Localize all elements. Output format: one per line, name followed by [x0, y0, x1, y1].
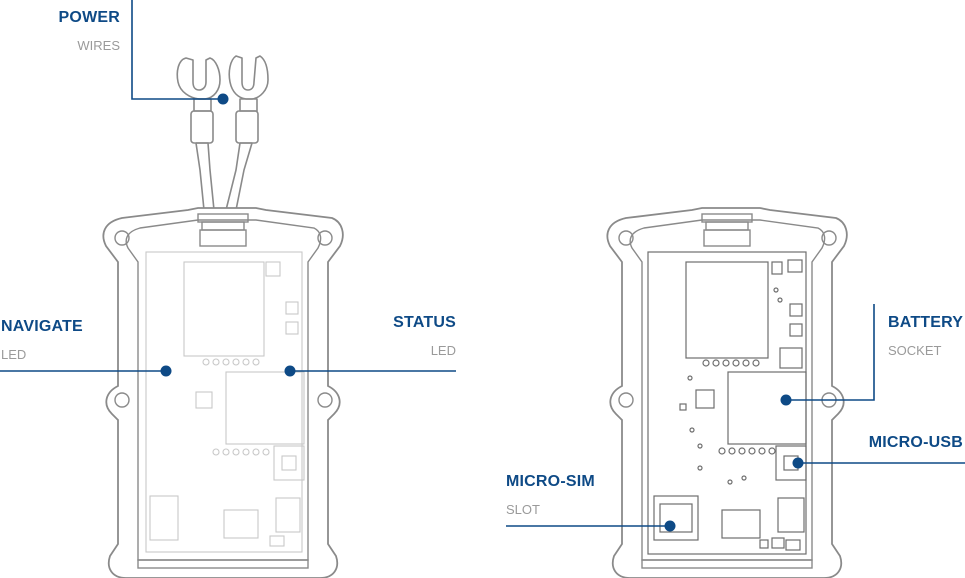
micro-sim-subtitle: SLOT: [506, 502, 540, 517]
power-subtitle: WIRES: [77, 38, 120, 53]
micro-usb-title: MICRO-USB: [868, 434, 963, 451]
status-title: STATUS: [393, 314, 456, 331]
power-title: POWER: [58, 9, 120, 26]
navigate-led-dot: [160, 365, 172, 377]
status-led-dot: [284, 365, 296, 377]
navigate-subtitle: LED: [1, 347, 27, 362]
callout-dots: [160, 93, 804, 532]
device-top-view: [606, 207, 848, 578]
navigate-title: NAVIGATE: [1, 318, 83, 335]
power-wires: [176, 55, 269, 211]
battery-title: BATTERY: [888, 314, 964, 331]
device-front-view: [102, 207, 344, 578]
power-dot: [217, 93, 229, 105]
micro-usb-dot: [792, 457, 804, 469]
callout-leaders: [0, 0, 965, 527]
micro-sim-title: MICRO-SIM: [506, 473, 595, 490]
battery-subtitle: SOCKET: [888, 343, 942, 358]
battery-socket-dot: [780, 394, 792, 406]
micro-sim-dot: [664, 520, 676, 532]
status-subtitle: LED: [430, 343, 456, 358]
